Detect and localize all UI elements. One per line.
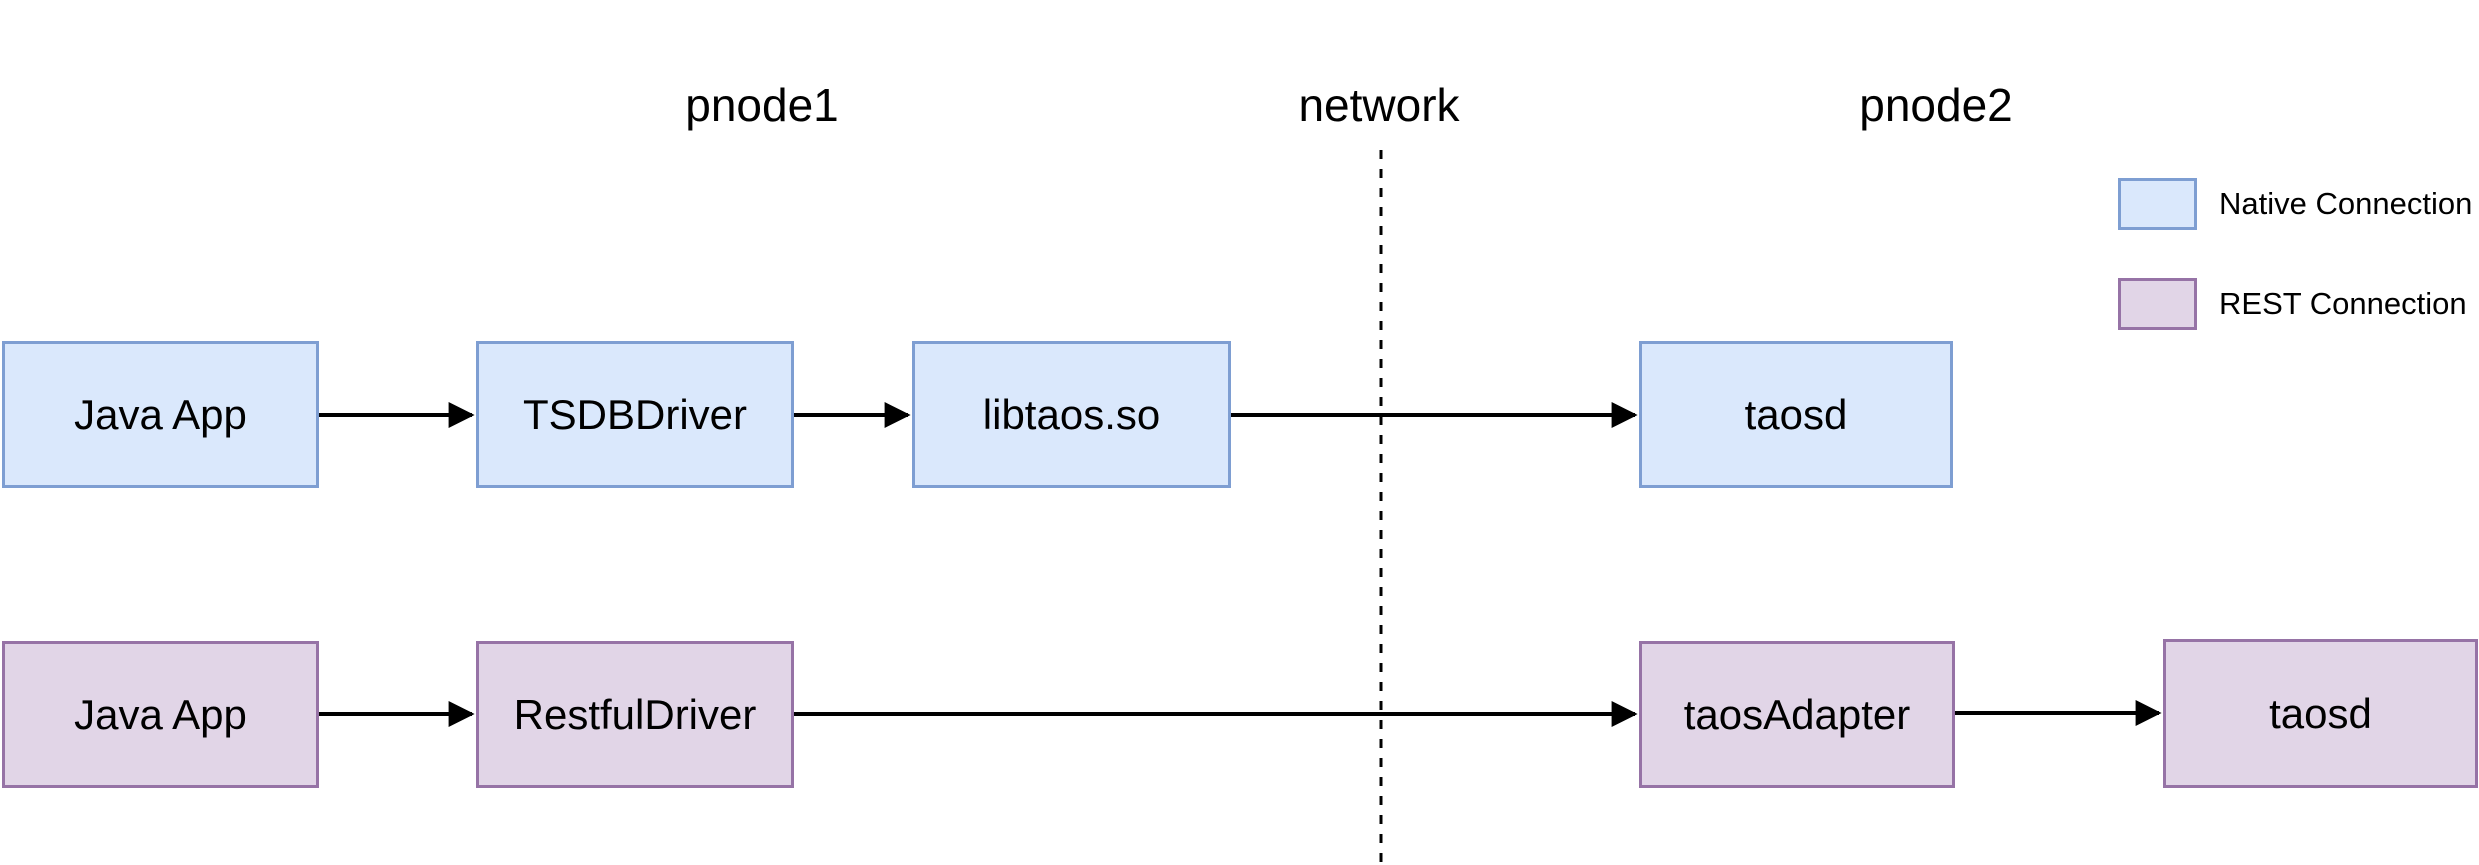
native-connection-swatch-icon [2118,178,2197,230]
node-label: taosd [1744,390,1848,438]
node-label: taosAdapter [1683,690,1911,738]
node-label: Java App [74,390,247,438]
node-libtaos-so: libtaos.so [912,341,1231,488]
node-taos-adapter: taosAdapter [1639,641,1955,788]
node-label: TSDBDriver [522,390,747,438]
node-label: Java App [74,690,247,738]
node-java-app-rest: Java App [2,641,319,788]
legend-item-native: Native Connection [2118,178,2472,230]
rest-connection-swatch-icon [2118,278,2197,330]
legend-label-rest: REST Connection [2219,286,2467,321]
node-taosd-native: taosd [1639,341,1953,488]
node-label: taosd [2269,689,2372,737]
node-label: RestfulDriver [513,690,757,738]
legend: Native Connection REST Connection [2118,178,2472,330]
node-tsdb-driver: TSDBDriver [476,341,794,488]
node-label: libtaos.so [982,390,1161,438]
column-label-network: network [1298,79,1460,131]
legend-item-rest: REST Connection [2118,278,2472,330]
column-label-pnode2: pnode2 [1859,79,2013,131]
legend-label-native: Native Connection [2219,186,2473,221]
node-taosd-rest: taosd [2163,639,2478,788]
column-label-pnode1: pnode1 [685,79,839,131]
node-java-app-native: Java App [2,341,319,488]
node-restful-driver: RestfulDriver [476,641,794,788]
